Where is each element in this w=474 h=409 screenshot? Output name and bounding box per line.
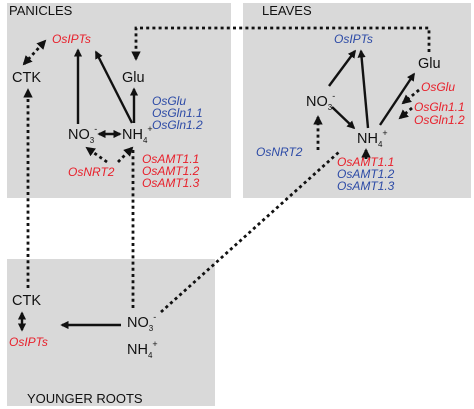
leaves-gln12-gene: OsGln1.2 [414, 113, 465, 127]
leaves-nh4-glu-arrow [379, 72, 415, 126]
roots-ipts: OsIPTs [9, 335, 48, 349]
panicles-amt13-gene: OsAMT1.3 [142, 176, 200, 190]
leaves-amt13-gene: OsAMT1.3 [337, 179, 395, 193]
panicles-nh4: NH4 + [122, 124, 153, 145]
leaves-glu: Glu [418, 56, 441, 72]
leaves-nh4: NH4 + [357, 128, 388, 149]
panicles-nrt2-gene: OsNRT2 [68, 165, 115, 179]
leaves-amt12-gene: OsAMT1.2 [337, 167, 395, 181]
roots-to-leaves-link [160, 150, 340, 314]
roots-panel [7, 259, 215, 406]
leaves-nh4-ipts-arrow [357, 49, 370, 129]
leaves-nh4-sup: + [382, 128, 387, 138]
roots-no3: NO3 - [127, 312, 156, 333]
panicles-glu-gene: OsGlu [152, 94, 186, 108]
leaves-ipts: OsIPTs [334, 32, 373, 46]
panicles-no3-label: NO [68, 127, 90, 143]
panicles-nh4-label: NH [122, 127, 143, 143]
leaves-panel [243, 3, 471, 198]
roots-title: YOUNGER ROOTS [27, 391, 143, 406]
roots-nh4-label: NH [127, 342, 148, 358]
panicles-nh4-ipts-arrow [94, 50, 134, 124]
roots-no3-sub: 3 [149, 324, 154, 333]
panicles-no3-sup: - [94, 124, 97, 134]
roots-no3-label: NO [127, 315, 149, 331]
leaves-nrt2-gene: OsNRT2 [256, 145, 303, 159]
leaves-no3-nh4-arrow [331, 106, 356, 130]
panicles-nh4-sub: 4 [143, 136, 148, 145]
panicles-ctk-ipts-arrow [22, 39, 47, 66]
panicles-gln12-gene: OsGln1.2 [152, 118, 203, 132]
leaves-no3-sub: 3 [328, 103, 333, 112]
panicles-ctk: CTK [12, 70, 41, 86]
panicles-panel [7, 3, 231, 198]
panicles-ipts: OsIPTs [52, 32, 91, 46]
leaves-glu-gene: OsGlu [421, 80, 455, 94]
leaves-no3-ipts-arrow [328, 49, 356, 87]
panicles-amt12-gene: OsAMT1.2 [142, 164, 200, 178]
leaves-no3-sup: - [332, 91, 335, 101]
panicles-nrt2-arrow [85, 146, 108, 164]
roots-ctk: CTK [12, 293, 41, 309]
leaves-title: LEAVES [262, 3, 312, 18]
panicles-gln11-gene: OsGln1.1 [152, 106, 203, 120]
roots-nh4-sub: 4 [148, 351, 153, 360]
leaves-no3-label: NO [306, 94, 328, 110]
panicles-no3: NO3 - [68, 124, 97, 145]
panicles-no3-sub: 3 [90, 136, 95, 145]
leaves-no3: NO3 - [306, 91, 335, 112]
panicles-nh4-sup: + [147, 124, 152, 134]
leaves-gln11-gene: OsGln1.1 [414, 100, 465, 114]
panicles-amt11-gene: OsAMT1.1 [142, 152, 199, 166]
panicles-glu: Glu [122, 70, 145, 86]
leaves-amt11-gene: OsAMT1.1 [337, 155, 394, 169]
leaves-nh4-label: NH [357, 131, 378, 147]
roots-nh4-sup: + [152, 339, 157, 349]
panicles-title: PANICLES [9, 3, 73, 18]
roots-nh4: NH4 + [127, 339, 158, 360]
leaves-nh4-sub: 4 [378, 140, 383, 149]
roots-no3-sup: - [153, 312, 156, 322]
leaves-gln-gene-arrow [398, 106, 413, 120]
